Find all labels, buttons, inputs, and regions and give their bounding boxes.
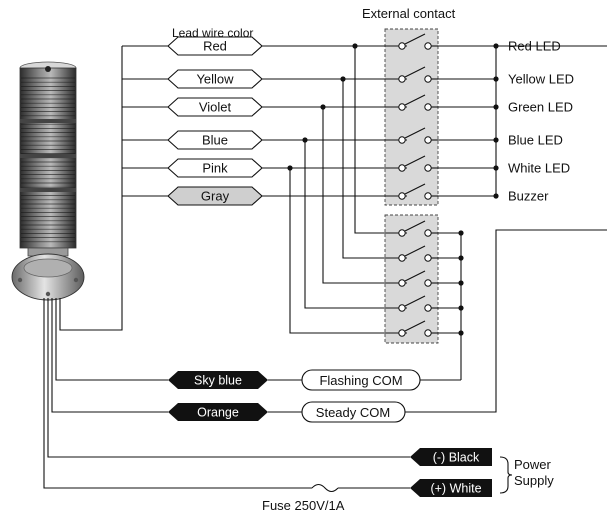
lead-wire-branch — [322, 107, 407, 284]
lead-wire-branch — [304, 140, 407, 309]
steady-com-label: Steady COM — [316, 405, 390, 420]
junction-dot — [493, 137, 499, 143]
switch-contact — [398, 94, 438, 111]
junction-dot — [287, 165, 293, 171]
black-power-tag: (-) Black — [410, 448, 492, 466]
switch-contact — [398, 155, 438, 172]
external-contact-label: External contact — [362, 6, 456, 21]
lead-wire-tag-label: Violet — [199, 100, 232, 115]
black-power-label: (-) Black — [433, 451, 480, 465]
lead-wire-tag-pink: Pink — [167, 158, 263, 178]
sky-blue-tag: Sky blue — [168, 371, 268, 389]
orange-tag: Orange — [168, 403, 268, 421]
lead-wire-tag-label: Red — [203, 39, 227, 54]
junction-dot — [493, 76, 499, 82]
output-label-yellow-led: Yellow LED — [508, 72, 574, 87]
steady-common-bus — [405, 229, 607, 413]
output-label-buzzer: Buzzer — [508, 189, 549, 204]
switch-contact — [398, 33, 438, 50]
switch-contact — [398, 245, 438, 262]
lead-wire-branch — [354, 46, 407, 234]
lead-wire-tag-label: Yellow — [196, 72, 234, 87]
switch-contact — [398, 270, 438, 287]
switch-contact — [398, 295, 438, 312]
tower-cable-bundle — [43, 46, 410, 489]
junction-dot — [340, 76, 346, 82]
signal-tower-illustration — [11, 61, 85, 301]
external-contact-box-top — [384, 28, 439, 206]
power-supply-label-line2: Supply — [514, 473, 554, 488]
output-label-blue-led: Blue LED — [508, 133, 563, 148]
white-power-tag: (+) White — [410, 479, 492, 497]
junction-dot — [493, 43, 499, 49]
flashing-common-bus — [420, 232, 462, 381]
output-label-white-led: White LED — [508, 161, 570, 176]
switch-contact — [398, 183, 438, 200]
lead-wire-tag-violet: Violet — [167, 97, 263, 117]
lead-wire-tag-label: Blue — [202, 133, 228, 148]
junction-dot — [493, 104, 499, 110]
lead-wire-tag-label: Pink — [202, 161, 228, 176]
fuse-symbol — [311, 483, 339, 493]
switch-contact — [398, 66, 438, 83]
flashing-com-pill: Flashing COM — [301, 369, 421, 391]
switch-contact — [398, 220, 438, 237]
power-supply-brace — [499, 456, 513, 494]
white-power-label: (+) White — [430, 482, 481, 496]
junction-dot — [320, 104, 326, 110]
sky-blue-tag-label: Sky blue — [194, 374, 242, 388]
lead-wire-tag-yellow: Yellow — [167, 69, 263, 89]
flashing-com-label: Flashing COM — [319, 373, 402, 388]
power-supply-label-line1: Power — [514, 457, 552, 472]
output-label-red-led: Red LED — [508, 39, 561, 54]
lead-wire-tag-blue: Blue — [167, 130, 263, 150]
output-label-green-led: Green LED — [508, 100, 573, 115]
lead-wire-branch — [289, 168, 407, 334]
switch-contact — [398, 320, 438, 337]
lead-wire-tag-red: Red — [167, 36, 263, 56]
fuse-label: Fuse 250V/1A — [262, 498, 345, 513]
steady-com-pill: Steady COM — [301, 401, 406, 423]
junction-dot — [493, 165, 499, 171]
junction-dot — [493, 193, 499, 199]
lead-wire-tag-label: Gray — [201, 189, 230, 204]
junction-dot — [352, 43, 358, 49]
junction-dot — [302, 137, 308, 143]
output-bus — [495, 45, 607, 196]
lead-wire-tag-gray: Gray — [167, 186, 263, 206]
switch-contact — [398, 127, 438, 144]
lead-wire-branch — [342, 79, 407, 259]
orange-tag-label: Orange — [197, 406, 239, 420]
